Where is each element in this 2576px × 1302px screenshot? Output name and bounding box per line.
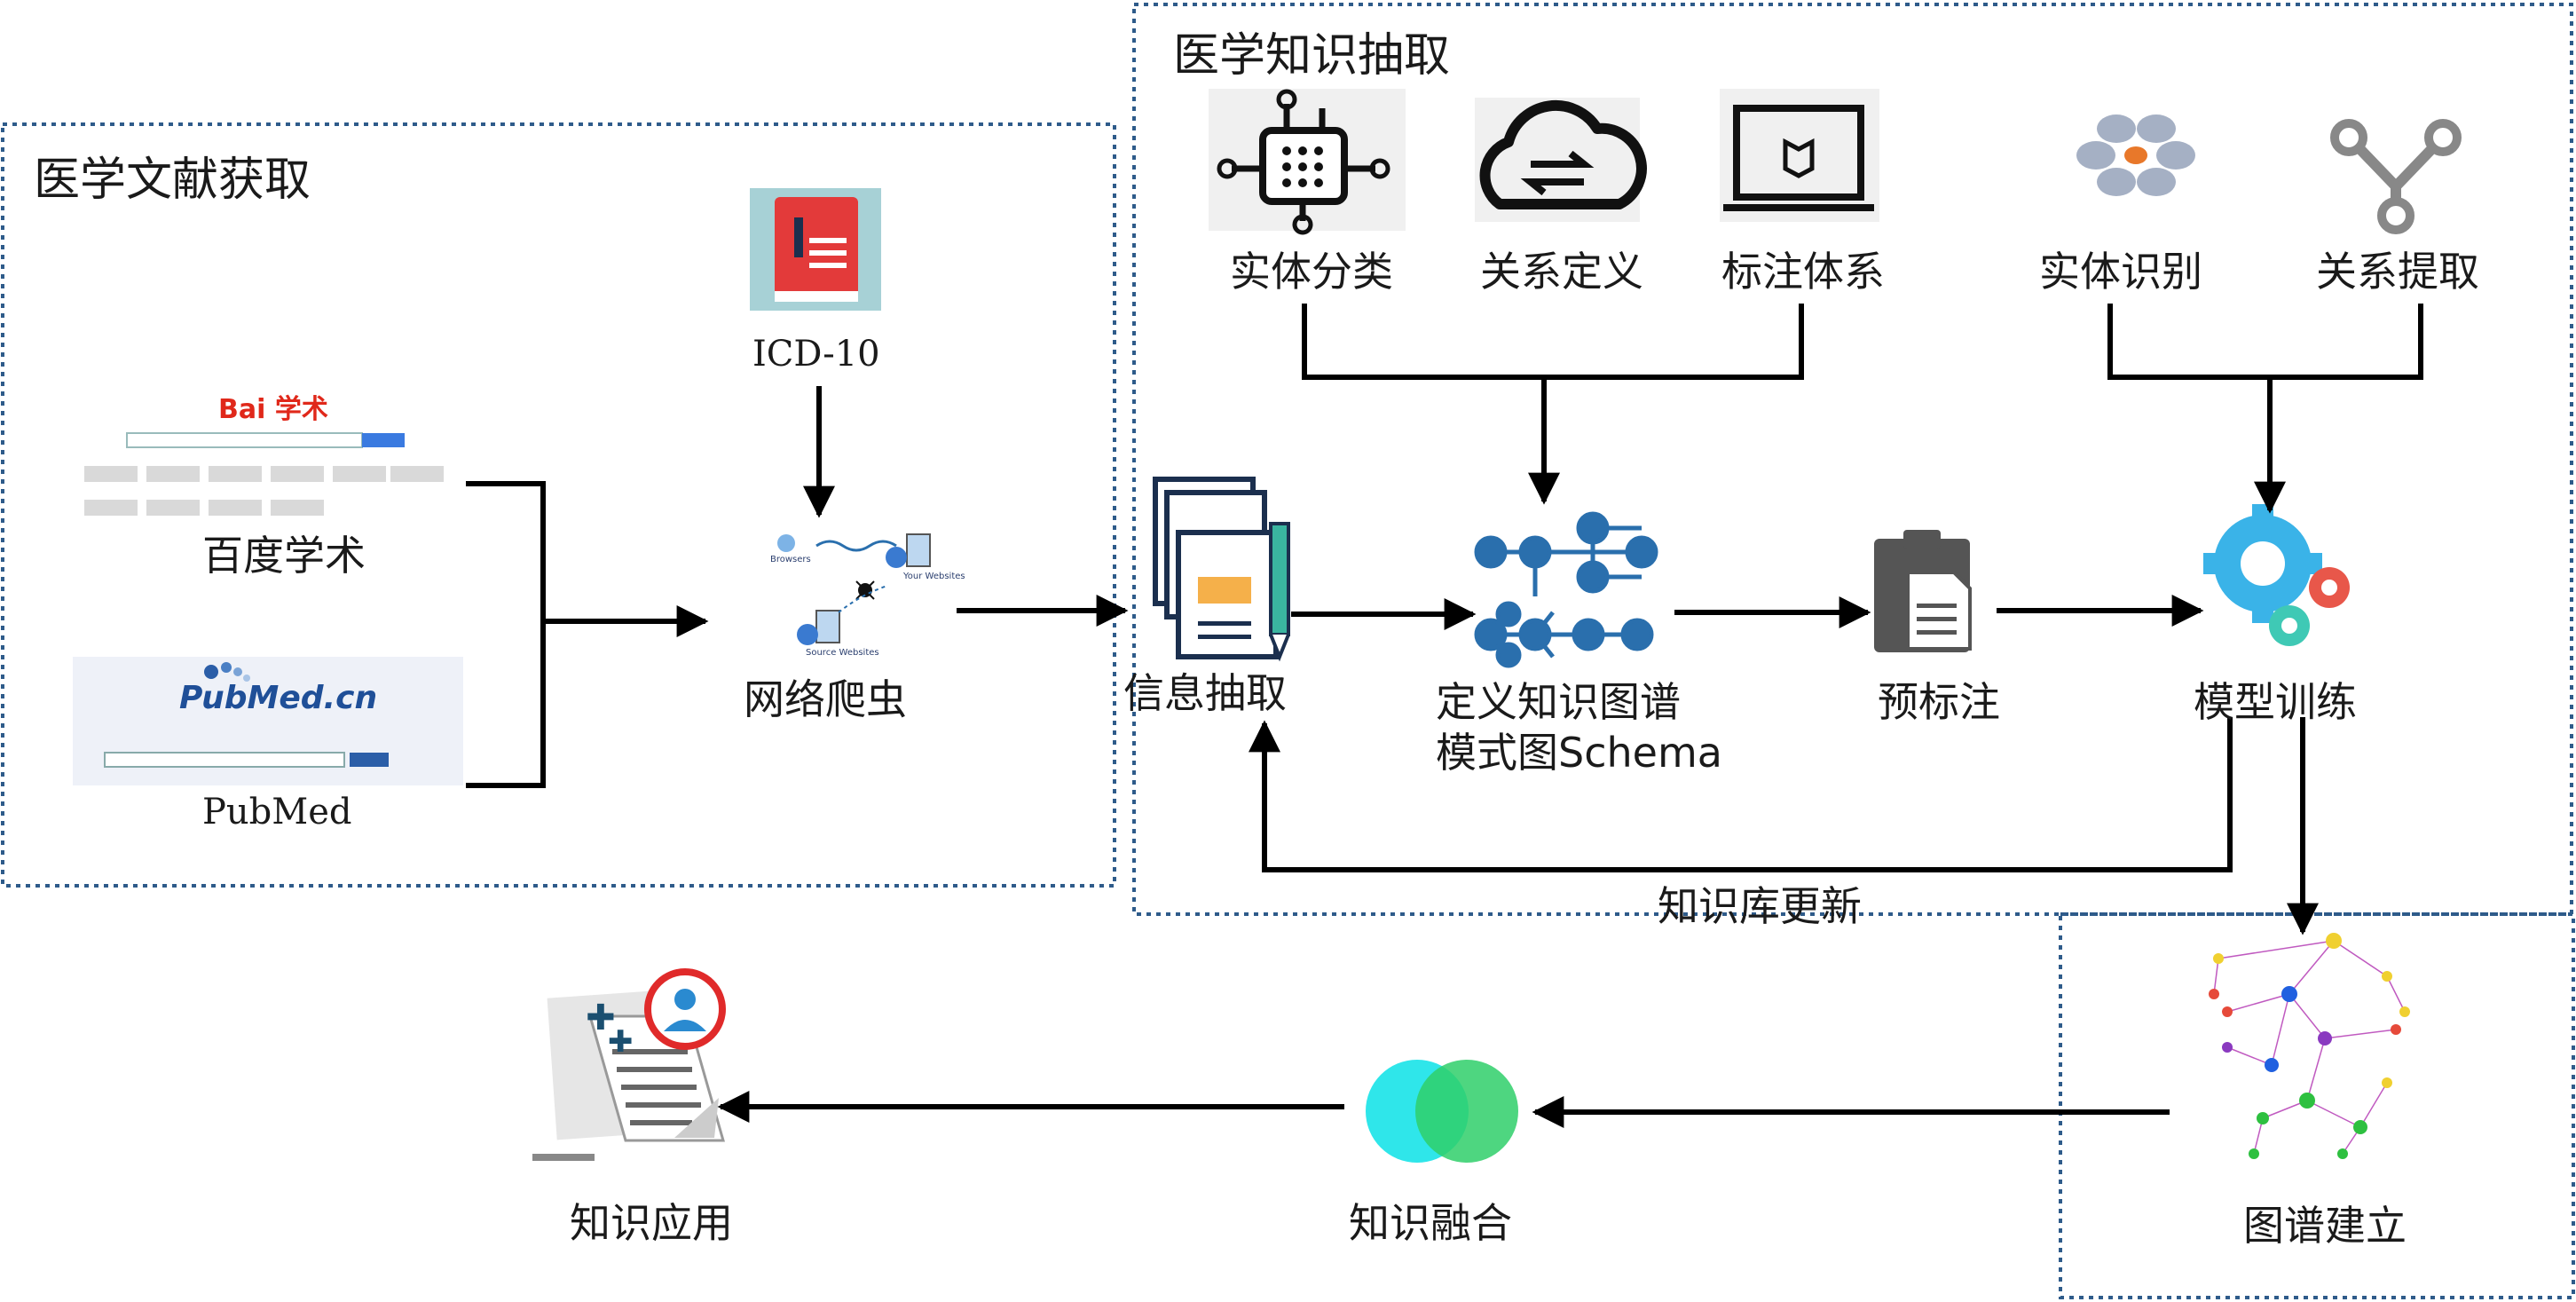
fusion-label: 知识融合 — [1349, 1199, 1512, 1247]
arrow-baidu-to-merge — [466, 481, 546, 788]
bracket-train — [2107, 304, 2423, 380]
entity-class-label: 实体分类 — [1230, 248, 1393, 296]
schema-label-1: 定义知识图谱 — [1436, 678, 1681, 726]
entity-recog-icon — [2076, 114, 2195, 196]
knowledge-graph-icon — [2209, 933, 2410, 1159]
svg-text:✚: ✚ — [586, 998, 616, 1038]
crawler-label: 网络爬虫 — [744, 675, 907, 723]
relation-extract-icon — [2330, 119, 2462, 234]
relation-extract-label: 关系提取 — [2316, 248, 2479, 296]
application-label: 知识应用 — [570, 1199, 733, 1247]
annotation-sys-label: 标注体系 — [1721, 248, 1885, 296]
icd-label: ICD-10 — [752, 334, 880, 375]
info-extract-label: 信息抽取 — [1123, 669, 1287, 717]
pre-annotate-label: 预标注 — [1878, 678, 2000, 726]
entity-recog-label: 实体识别 — [2039, 248, 2202, 296]
pubmed-label: PubMed — [202, 792, 352, 832]
info-extract-icon — [1153, 477, 1290, 662]
arrow-kb-update — [1249, 717, 2233, 872]
crawler-source-label: Source Websites — [806, 648, 879, 658]
relation-def-icon — [1475, 98, 1647, 222]
application-icon: ✚ ✚ — [532, 968, 726, 1161]
clipboard-icon — [1874, 530, 1972, 652]
gears-icon — [2203, 504, 2350, 646]
literature-group-title: 医学文献获取 — [34, 154, 311, 207]
model-train-label: 模型训练 — [2194, 678, 2357, 726]
svg-text:✚: ✚ — [608, 1024, 634, 1060]
relation-def-label: 关系定义 — [1480, 248, 1643, 296]
bracket-design — [1302, 304, 1804, 380]
icd-book-icon — [750, 188, 881, 311]
entity-class-icon — [1209, 89, 1406, 235]
graph-build-label: 图谱建立 — [2243, 1202, 2407, 1250]
kb-update-label: 知识库更新 — [1658, 882, 1862, 930]
extraction-group-title: 医学知识抽取 — [1173, 29, 1451, 83]
crawler-browsers-label: Browsers — [770, 555, 811, 564]
pubmed-icon — [73, 657, 463, 785]
baidu-logo: Bai 学术 — [218, 394, 328, 425]
schema-label-2: 模式图Schema — [1436, 729, 1722, 777]
extraction-group-box — [1132, 3, 2573, 916]
crawler-icon — [777, 533, 931, 645]
fusion-icon — [1366, 1060, 1518, 1163]
baidu-label: 百度学术 — [202, 532, 366, 580]
baidu-scholar-icon — [75, 382, 448, 524]
pubmed-logo: PubMed.cn — [179, 680, 378, 716]
schema-graph-icon — [1474, 511, 1658, 668]
crawler-your-label: Your Websites — [903, 572, 965, 581]
annotation-sys-icon — [1720, 89, 1879, 222]
